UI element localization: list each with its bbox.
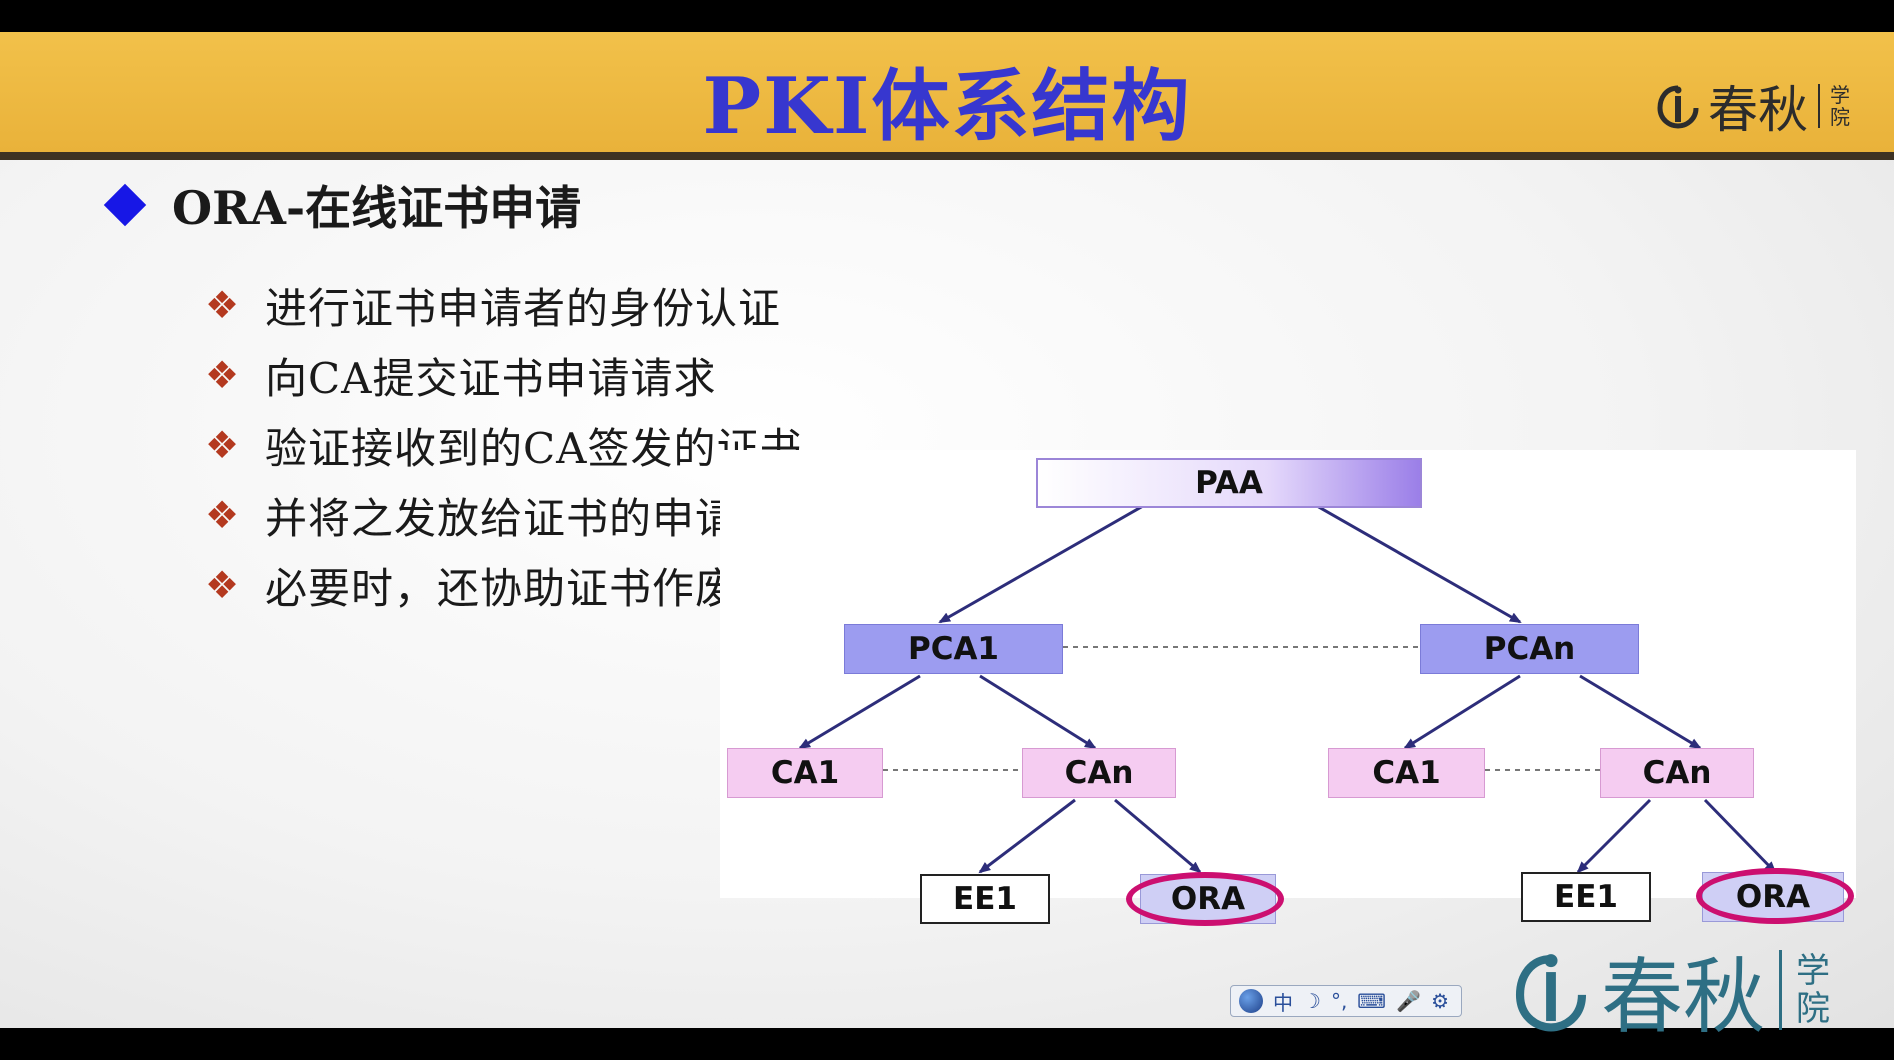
- connector-paa-pca1: [938, 500, 1151, 624]
- diamond-bullet-icon: [103, 183, 147, 227]
- slide-title: PKI体系结构: [702, 61, 1192, 152]
- node-ca1-right: CA1: [1328, 748, 1485, 798]
- logo-name: 春秋: [1601, 950, 1766, 1045]
- logo-top: 春秋 学院: [1656, 70, 1852, 142]
- punctuation-icon[interactable]: °,: [1330, 989, 1348, 1013]
- connector-can-ora-left: [1114, 798, 1202, 874]
- sub-bullet: ❖ 验证接收到的CA签发的证书: [205, 410, 824, 480]
- sub-bullet-list: ❖ 进行证书申请者的身份认证 ❖ 向CA提交证书申请请求 ❖ 验证接收到的CA签发的证…: [205, 270, 824, 620]
- four-diamond-bullet-icon: ❖: [205, 423, 240, 467]
- connector-pca1-ca1: [798, 674, 921, 750]
- connector-paa-pcan: [1309, 500, 1522, 624]
- main-bullet: ORA-在线证书申请: [103, 172, 582, 238]
- sub-bullet: ❖ 并将之发放给证书的申请者: [205, 480, 824, 550]
- node-can-left: CAn: [1022, 748, 1176, 798]
- connector-can-ora-right: [1703, 798, 1777, 874]
- four-diamond-bullet-icon: ❖: [205, 283, 240, 327]
- gear-icon[interactable]: ⚙: [1431, 989, 1450, 1013]
- logo-bottom: 春秋 学院: [1515, 930, 1832, 1049]
- four-diamond-bullet-icon: ❖: [205, 493, 240, 537]
- logo-mark-icon: [1657, 85, 1699, 129]
- keyboard-icon[interactable]: ⌨: [1357, 989, 1387, 1013]
- ime-mode-toggle[interactable]: 中: [1273, 990, 1293, 1015]
- logo-sub: 学院: [1796, 950, 1831, 1029]
- sub-bullet: ❖ 进行证书申请者的身份认证: [205, 270, 824, 340]
- connector-pcan-can: [1579, 674, 1702, 750]
- logo-divider: [1779, 949, 1783, 1030]
- microphone-icon[interactable]: 🎤: [1396, 989, 1422, 1013]
- header-rule: [0, 152, 1894, 160]
- node-ee1-left: EE1: [920, 874, 1050, 924]
- connector-can-ee1-left: [978, 798, 1076, 874]
- pki-hierarchy-diagram: PAA PCA1 PCAn CA1 CAn CA1 CAn EE1 ORA EE…: [720, 450, 1856, 926]
- node-ca1-left: CA1: [727, 748, 883, 798]
- node-can-right: CAn: [1600, 748, 1754, 798]
- sub-bullet-text: 验证接收到的CA签发的证书: [265, 423, 803, 473]
- logo-mark-icon: [1515, 953, 1587, 1032]
- node-pcan: PCAn: [1420, 624, 1639, 674]
- logo-name: 春秋: [1708, 81, 1808, 139]
- connector-can-ee1-right: [1576, 798, 1652, 874]
- moon-icon[interactable]: ☽: [1303, 989, 1321, 1013]
- header-bar: PKI体系结构 春秋 学院: [0, 32, 1894, 152]
- connector-pcan-ca1: [1403, 674, 1521, 750]
- logo-sub: 学院: [1830, 83, 1850, 129]
- sub-bullet: ❖ 向CA提交证书申请请求: [205, 340, 824, 410]
- connector-pca1-can: [979, 674, 1097, 750]
- ora-highlight-ring-left: [1126, 872, 1284, 926]
- main-bullet-text: ORA-在线证书申请: [172, 181, 582, 235]
- node-pca1: PCA1: [844, 624, 1063, 674]
- sub-bullet-text: 向CA提交证书申请请求: [265, 353, 717, 403]
- node-paa: PAA: [1036, 458, 1422, 508]
- four-diamond-bullet-icon: ❖: [205, 563, 240, 607]
- sub-bullet-text: 进行证书申请者的身份认证: [265, 283, 782, 333]
- logo-divider: [1818, 84, 1820, 128]
- ime-logo-icon[interactable]: [1239, 989, 1263, 1013]
- diagram-connectors: [798, 500, 1777, 874]
- node-ee1-right: EE1: [1521, 872, 1651, 922]
- ime-toolbar[interactable]: 中 ☽ °, ⌨ 🎤 ⚙: [1230, 985, 1462, 1017]
- ora-highlight-ring-right: [1696, 868, 1854, 924]
- four-diamond-bullet-icon: ❖: [205, 353, 240, 397]
- sub-bullet-text: 并将之发放给证书的申请者: [265, 493, 782, 543]
